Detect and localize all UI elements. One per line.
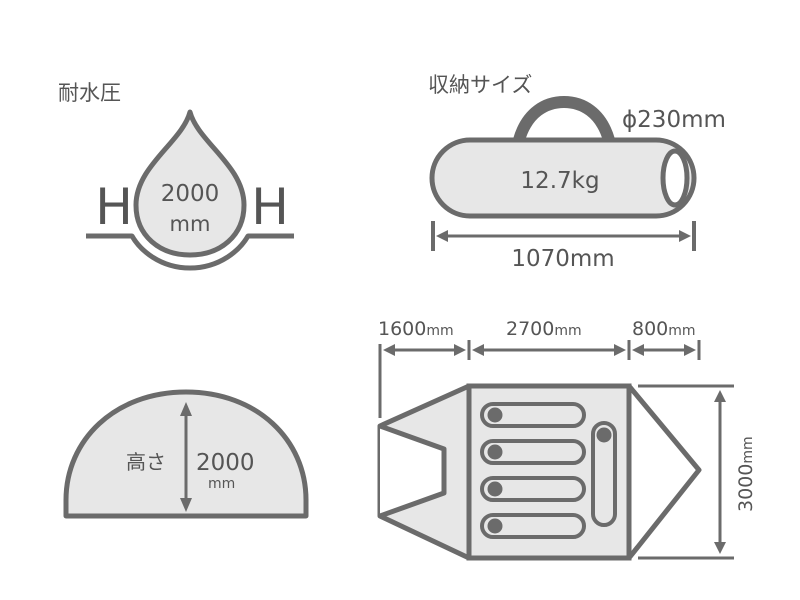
- storage-label: 収納サイズ: [428, 73, 532, 97]
- water-left-h-letter: H: [95, 178, 133, 236]
- height-arrow-top: [180, 402, 192, 416]
- sleeper-icons: [480, 402, 617, 539]
- rear-length-label: 800mm: [632, 318, 696, 340]
- top-dimension-arrows: [383, 344, 696, 356]
- sleeper-icon: [480, 402, 586, 428]
- storage-length-arrow-right: [679, 230, 691, 242]
- storage-length-arrow-left: [436, 230, 448, 242]
- water-pressure-label: 耐水圧: [58, 81, 121, 105]
- sleeper-icon: [480, 513, 586, 539]
- middle-length-value: 2700: [506, 318, 554, 340]
- water-drop-icon: [133, 109, 247, 258]
- bag-handle-icon: [513, 95, 615, 146]
- middle-length-unit: mm: [554, 323, 581, 339]
- height-unit: mm: [208, 476, 235, 492]
- height-value: 2000: [196, 450, 255, 476]
- front-length-label: 1600mm: [378, 318, 454, 340]
- front-length-value: 1600: [378, 318, 426, 340]
- water-right-h-letter: H: [251, 178, 289, 236]
- water-pressure-section: 耐水圧 2000 mm H H: [58, 81, 294, 271]
- front-length-unit: mm: [426, 323, 453, 339]
- rear-vestibule-outline: [626, 383, 702, 561]
- water-pressure-value: 2000: [161, 181, 220, 207]
- rear-length-value: 800: [632, 318, 668, 340]
- storage-length: 1070mm: [511, 246, 614, 272]
- height-arrow-bottom: [180, 498, 192, 512]
- water-ground-line: [86, 233, 294, 271]
- storage-weight: 12.7kg: [520, 168, 599, 194]
- side-dimension-arrows: [714, 390, 726, 554]
- storage-bag-icon: [429, 137, 697, 219]
- rear-length-unit: mm: [668, 323, 695, 339]
- side-length-value: 3000: [735, 464, 757, 512]
- front-door-panel: [379, 423, 447, 519]
- side-length-label: 3000mm: [735, 436, 757, 512]
- storage-section: 収納サイズ ϕ230mm 12.7kg 1070mm: [428, 73, 726, 272]
- middle-length-label: 2700mm: [506, 318, 582, 340]
- sleeper-icon: [480, 476, 586, 502]
- top-dimension-lines: [378, 340, 701, 418]
- height-section: 高さ 2000 mm: [63, 389, 309, 519]
- water-pressure-unit: mm: [170, 212, 211, 236]
- floor-plan-section: 1600mm 2700mm 800mm: [377, 318, 757, 561]
- sleeper-icon: [591, 421, 617, 527]
- height-label: 高さ: [126, 450, 166, 474]
- sleeper-icon: [480, 439, 586, 465]
- side-dimension-lines: [638, 384, 734, 560]
- bag-end-cap-icon: [660, 148, 690, 208]
- storage-diameter: ϕ230mm: [622, 107, 726, 133]
- side-length-unit: mm: [740, 436, 756, 463]
